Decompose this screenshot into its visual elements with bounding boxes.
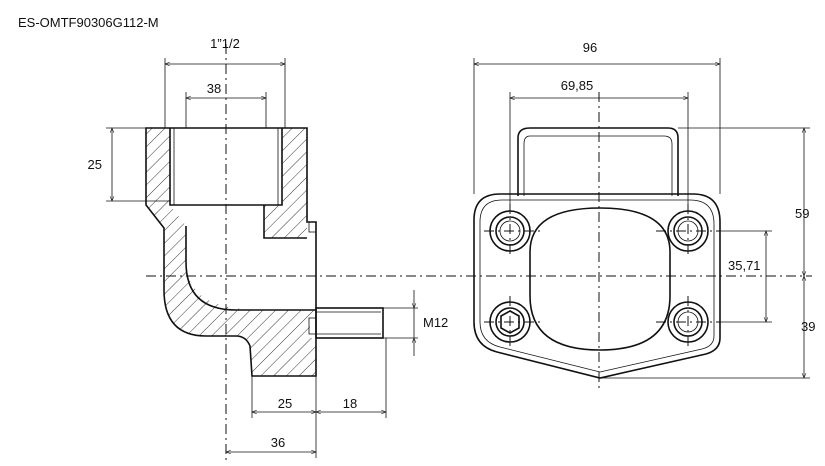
bolt-spacing-v-label: 35,71: [728, 258, 761, 273]
thread-size-label: 1”1/2: [210, 36, 240, 51]
bolt-length-label: 18: [343, 396, 357, 411]
body-width-label: 36: [271, 435, 285, 450]
depth-label: 25: [88, 157, 102, 172]
side-view-dimensions: 1”1/2 38 25 M12 25 18 36: [88, 36, 448, 458]
bore-label: 38: [207, 81, 221, 96]
offset-bottom-label: 25: [278, 396, 292, 411]
side-section-view: [145, 44, 384, 460]
overall-height-label: 59: [795, 206, 809, 221]
bolt-spacing-h-label: 69,85: [561, 78, 594, 93]
flange-dimensions: 96 69,85 59 39 35,71: [473, 40, 815, 379]
part-code: ES-OMTF90306G112-M: [18, 15, 159, 30]
overall-width-label: 96: [583, 40, 597, 55]
bolt-thread-label: M12: [423, 315, 448, 330]
lower-height-label: 39: [801, 319, 815, 334]
flange-front-view: [473, 92, 721, 390]
